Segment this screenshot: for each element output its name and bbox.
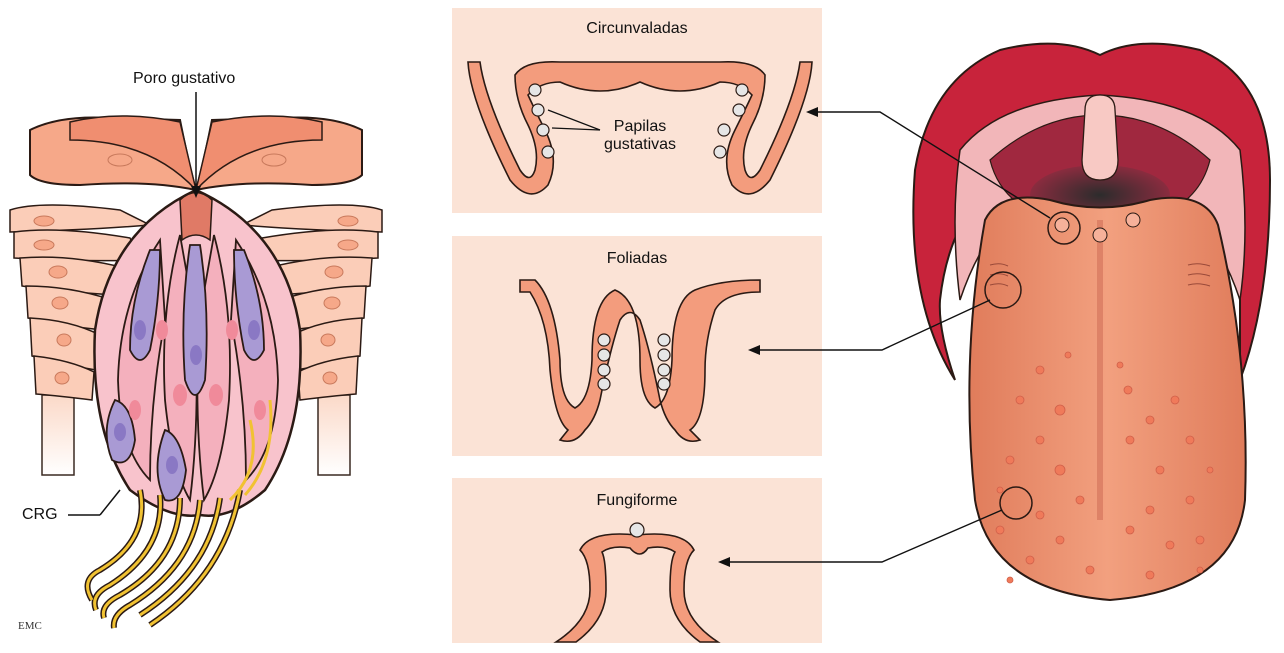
taste-bud-illustration (10, 92, 382, 628)
foliadas-title: Foliadas (452, 250, 822, 268)
taste-papillae-label: Papilas gustativas (604, 118, 676, 154)
fungiforme-title: Fungiforme (452, 492, 822, 510)
mouth-illustration (913, 44, 1270, 600)
circunvaladas-title: Circunvaladas (452, 20, 822, 38)
taste-bud (630, 523, 644, 537)
crg-label: CRG (22, 506, 58, 524)
foliadas-panel (452, 236, 822, 456)
uvula (1082, 95, 1118, 180)
epithelial-column (318, 395, 350, 475)
circunvaladas-panel (452, 8, 822, 213)
epithelial-column (42, 395, 74, 475)
artist-signature: EMC (18, 620, 42, 632)
taste-pore-label: Poro gustativo (133, 70, 235, 88)
